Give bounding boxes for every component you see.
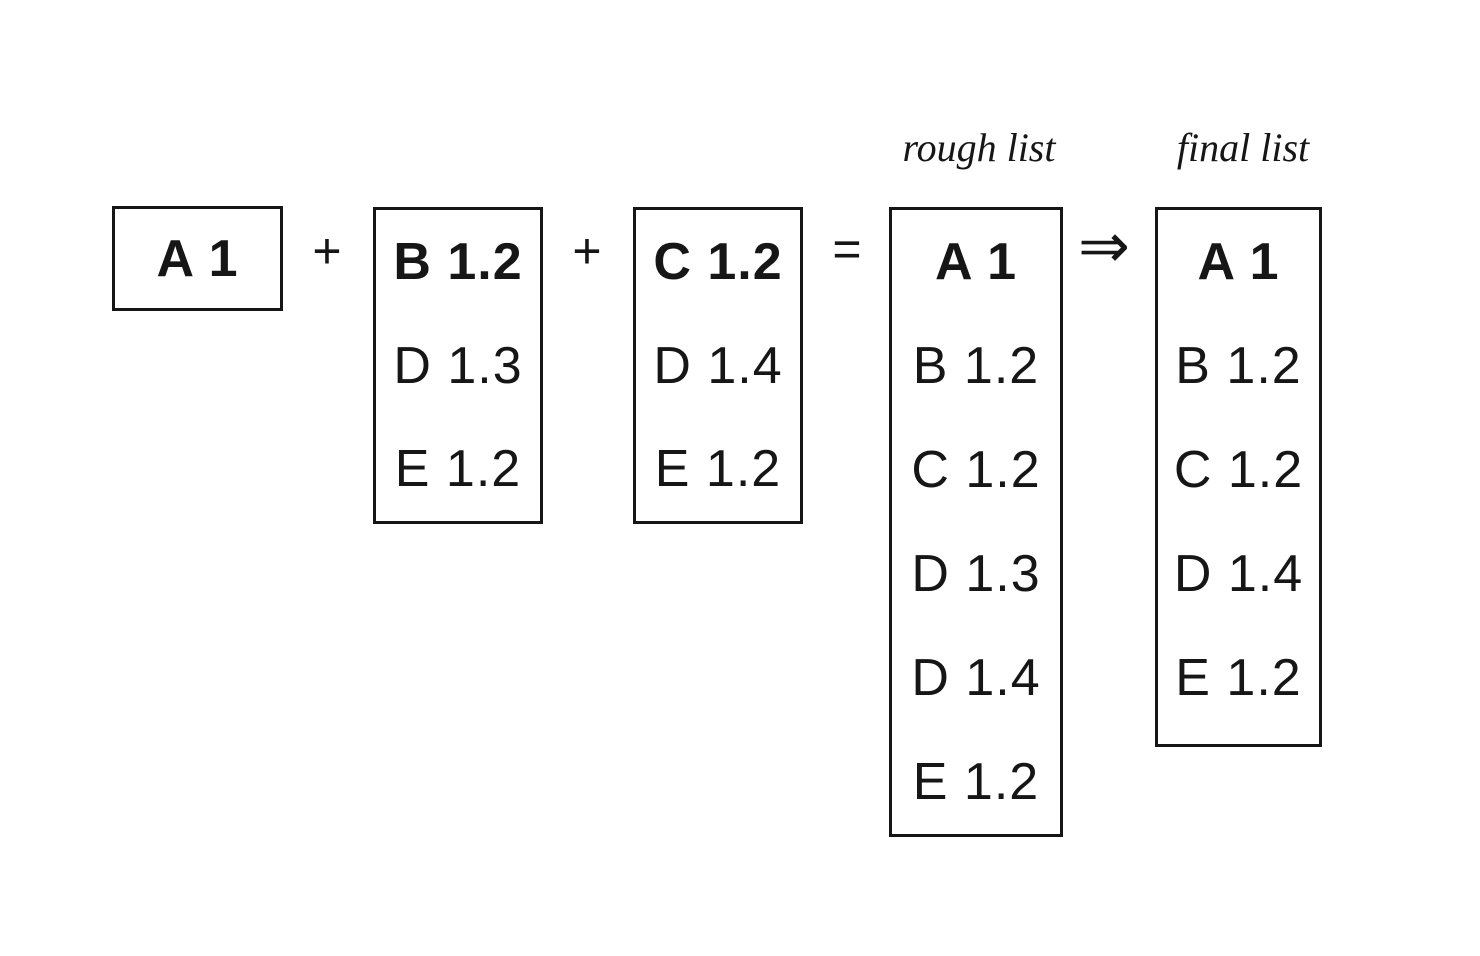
list-item: D 1.4: [1173, 545, 1304, 603]
list-c-box: C 1.2 D 1.4 E 1.2: [633, 207, 803, 524]
final-list-box: A 1 B 1.2 C 1.2 D 1.4 E 1.2: [1155, 207, 1322, 747]
seed-list-box: A 1: [112, 206, 283, 311]
list-item: A 1: [1197, 233, 1280, 291]
list-item: D 1.4: [653, 336, 783, 395]
list-item: C 1.2: [911, 441, 1041, 499]
list-item: E 1.2: [912, 753, 1040, 811]
list-b-box: B 1.2 D 1.3 E 1.2: [373, 207, 543, 524]
list-item: A 1: [935, 233, 1017, 291]
list-item: D 1.4: [911, 649, 1041, 707]
list-item: C 1.2: [1173, 441, 1304, 499]
list-item: B 1.2: [1175, 337, 1302, 395]
plus-operator-2: +: [572, 223, 602, 279]
list-item: B 1.2: [912, 337, 1040, 395]
list-item: A 1: [156, 229, 239, 288]
final-list-label: final list: [1176, 125, 1310, 170]
list-item: E 1.2: [394, 440, 522, 499]
plus-operator-1: +: [312, 223, 342, 279]
list-item: E 1.2: [654, 440, 782, 499]
rough-list-label: rough list: [902, 125, 1056, 170]
list-item: E 1.2: [1175, 649, 1302, 707]
equals-operator: =: [832, 221, 862, 277]
rough-list-box: A 1 B 1.2 C 1.2 D 1.3 D 1.4 E 1.2: [889, 207, 1063, 837]
list-item: B 1.2: [393, 232, 523, 291]
list-item: D 1.3: [393, 336, 523, 395]
implies-arrow-icon: ⇒: [1078, 212, 1130, 281]
list-item: C 1.2: [653, 232, 783, 291]
list-item: D 1.3: [911, 545, 1041, 603]
